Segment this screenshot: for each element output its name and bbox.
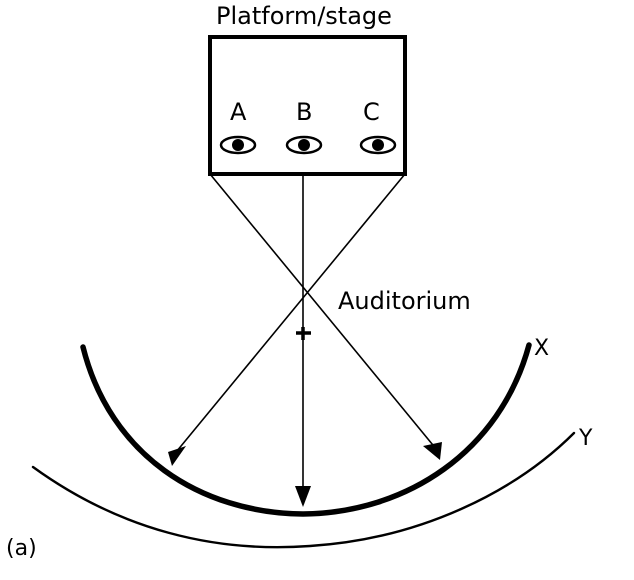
stage-title-label: Platform/stage — [216, 2, 392, 30]
curve-label-y: Y — [579, 426, 593, 451]
curve-y — [31, 431, 576, 549]
arrowhead-right — [423, 442, 442, 460]
arrowhead-centre — [295, 486, 311, 507]
convergence-marker — [296, 327, 311, 340]
sight-line-left — [209, 173, 438, 451]
seat-label-c: C — [363, 98, 380, 126]
curve-x — [80, 342, 532, 517]
auditorium-label: Auditorium — [338, 287, 471, 315]
eye-icon-b — [285, 135, 323, 155]
stage-rectangle — [208, 35, 407, 176]
curve-label-x: X — [534, 336, 550, 361]
seat-label-a: A — [230, 98, 247, 126]
eye-icon-a — [219, 135, 257, 155]
eye-icon-c — [359, 135, 397, 155]
sight-line-right — [171, 173, 406, 458]
seat-label-b: B — [296, 98, 313, 126]
figure-caption: (a) — [6, 536, 37, 561]
arrowhead-left — [168, 446, 186, 466]
